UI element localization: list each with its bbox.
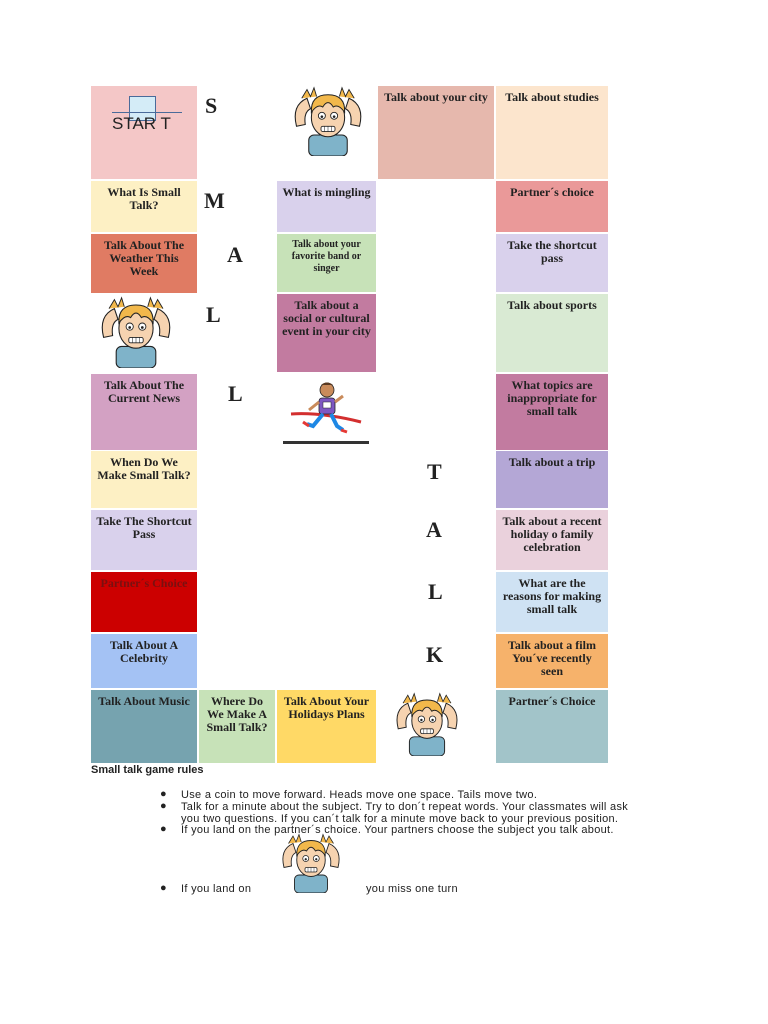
rules-title: Small talk game rules	[91, 764, 204, 776]
runner-finish-icon	[283, 382, 369, 444]
cell-what-is-small-talk: What Is Small Talk?	[91, 181, 197, 232]
cell-recent-holiday: Talk about a recent holiday o family cel…	[496, 510, 608, 570]
cell-studies: Talk about studies	[496, 86, 608, 179]
cell-celebrity: Talk About A Celebrity	[91, 634, 197, 688]
cell-sports: Talk about sports	[496, 294, 608, 372]
start-label: STAR T	[112, 112, 182, 134]
cell-social-event: Talk about a social or cultural event in…	[277, 294, 376, 372]
cell-shortcut-pass-right: Take the shortcut pass	[496, 234, 608, 292]
letter-a: A	[426, 517, 442, 542]
start-arrow-icon	[129, 96, 156, 121]
cell-favorite-band: Talk about your favorite band or singer	[277, 234, 376, 292]
letter-m: M	[204, 188, 225, 213]
cell-reasons: What are the reasons for making small ta…	[496, 572, 608, 632]
letter-l: L	[428, 579, 443, 604]
bullet-icon: ●	[160, 823, 167, 835]
cell-partners-choice-r1: Partner´s choice	[496, 181, 608, 232]
cell-where-small-talk: Where Do We Make A Small Talk?	[199, 690, 275, 763]
frustrated-person-icon	[382, 692, 472, 756]
cell-film: Talk about a film You´ve recently seen	[496, 634, 608, 688]
rule-text-suffix: you miss one turn	[366, 883, 458, 895]
frustrated-person-icon	[91, 296, 181, 368]
cell-trip: Talk about a trip	[496, 451, 608, 508]
bullet-icon: ●	[160, 800, 167, 812]
cell-partners-choice-left: Partner´s Choice	[91, 572, 197, 632]
cell-weather: Talk About The Weather This Week	[91, 234, 197, 293]
cell-mingling: What is mingling	[277, 181, 376, 232]
cell-your-city: Talk about your city	[378, 86, 494, 179]
letter-k: K	[426, 642, 444, 667]
rule-text: Use a coin to move forward. Heads move o…	[181, 789, 538, 801]
frustrated-person-icon	[282, 86, 374, 156]
rule-text: If you land on the partner´s choice. You…	[181, 824, 614, 836]
cell-holidays-plans: Talk About Your Holidays Plans	[277, 690, 376, 763]
cell-when-small-talk: When Do We Make Small Talk?	[91, 451, 197, 508]
letter-a: A	[227, 242, 243, 267]
cell-current-news: Talk About The Current News	[91, 374, 197, 450]
letter-s: S	[205, 93, 218, 118]
letter-l: L	[228, 381, 243, 406]
cell-music: Talk About Music	[91, 690, 197, 763]
bullet-icon: ●	[160, 788, 167, 800]
rule-text: you two questions. If you can´t talk for…	[181, 813, 619, 825]
cell-inappropriate: What topics are inappropriate for small …	[496, 374, 608, 450]
cell-shortcut-pass-left: Take The Shortcut Pass	[91, 510, 197, 570]
bullet-icon: ●	[160, 882, 167, 894]
rule-text: Talk for a minute about the subject. Try…	[181, 801, 629, 813]
rule-text-prefix: If you land on	[181, 883, 252, 895]
letter-t: T	[427, 459, 442, 484]
letter-l: L	[206, 302, 221, 327]
cell-partners-choice-r2: Partner´s Choice	[496, 690, 608, 763]
